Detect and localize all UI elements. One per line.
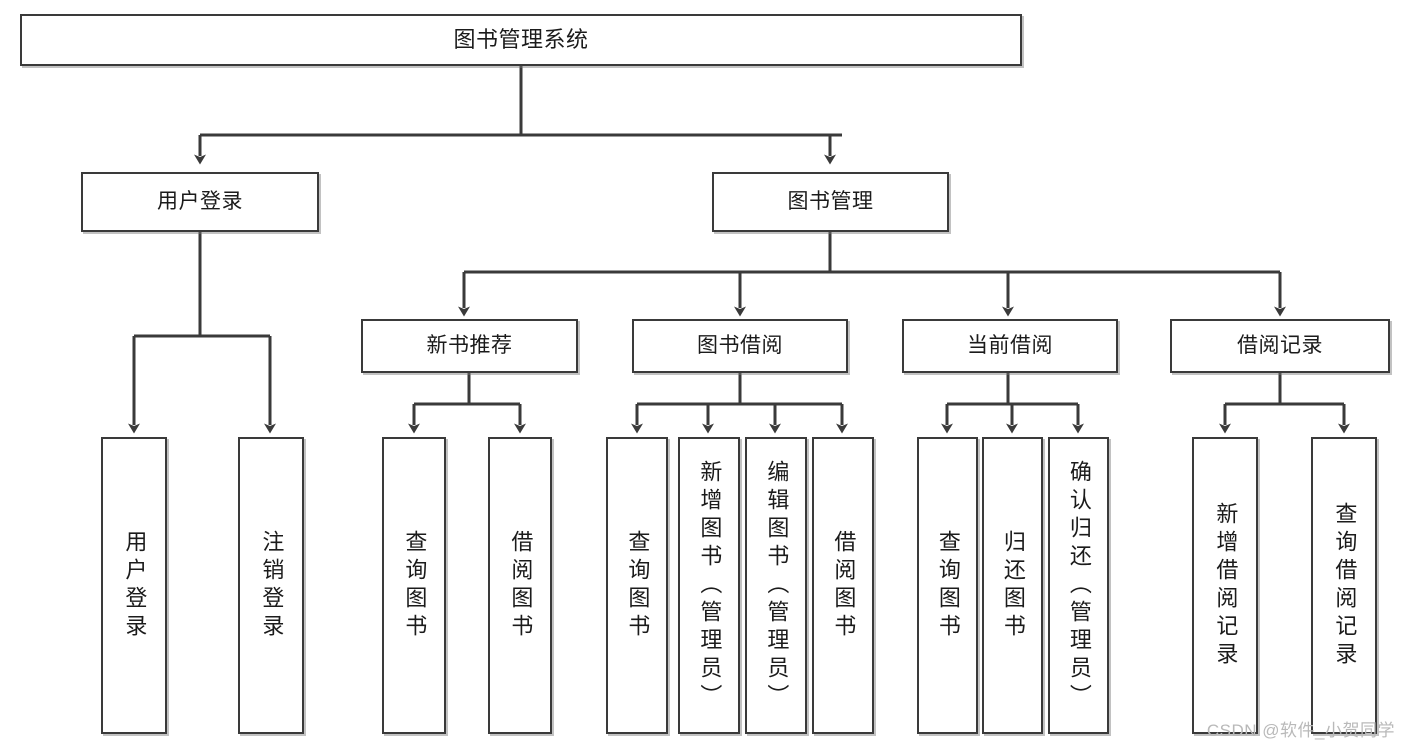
watermark: CSDN @软件_小贺同学 bbox=[1206, 721, 1395, 740]
leaf-current-borrow-2[interactable]: 归还图书 bbox=[982, 437, 1043, 734]
node-borrow-records[interactable]: 借阅记录 bbox=[1170, 319, 1390, 373]
leaf-label: 借阅图书 bbox=[508, 529, 534, 642]
leaf-borrow-records-1[interactable]: 新增借阅记录 bbox=[1192, 437, 1258, 734]
leaf-user-login-2[interactable]: 注销登录 bbox=[238, 437, 304, 734]
leaf-label: 查询借阅记录 bbox=[1332, 501, 1358, 670]
node-user-login[interactable]: 用户登录 bbox=[81, 172, 319, 232]
node-new-book-recommend[interactable]: 新书推荐 bbox=[361, 319, 578, 373]
node-new-book-recommend-label: 新书推荐 bbox=[426, 334, 513, 358]
node-user-login-label: 用户登录 bbox=[157, 190, 243, 214]
leaf-label: 用户登录 bbox=[122, 529, 148, 642]
node-borrow-records-label: 借阅记录 bbox=[1237, 334, 1323, 358]
leaf-label: 确认归还（管理员） bbox=[1066, 459, 1092, 712]
leaf-label: 查询图书 bbox=[625, 529, 651, 642]
leaf-book-borrow-4[interactable]: 借阅图书 bbox=[812, 437, 874, 734]
leaf-current-borrow-1[interactable]: 查询图书 bbox=[917, 437, 978, 734]
leaf-label: 新增借阅记录 bbox=[1213, 501, 1239, 670]
node-book-borrow[interactable]: 图书借阅 bbox=[632, 319, 848, 373]
leaf-new-book-1[interactable]: 查询图书 bbox=[382, 437, 446, 734]
leaf-book-borrow-3[interactable]: 编辑图书（管理员） bbox=[745, 437, 807, 734]
node-book-manage-label: 图书管理 bbox=[787, 190, 874, 214]
node-book-manage[interactable]: 图书管理 bbox=[712, 172, 949, 232]
leaf-current-borrow-3[interactable]: 确认归还（管理员） bbox=[1048, 437, 1109, 734]
leaf-book-borrow-2[interactable]: 新增图书（管理员） bbox=[678, 437, 740, 734]
leaf-label: 查询图书 bbox=[402, 529, 428, 642]
node-current-borrow[interactable]: 当前借阅 bbox=[902, 319, 1118, 373]
leaf-label: 注销登录 bbox=[259, 529, 285, 642]
leaf-label: 编辑图书（管理员） bbox=[764, 459, 790, 712]
node-book-borrow-label: 图书借阅 bbox=[697, 334, 783, 358]
node-root-label: 图书管理系统 bbox=[453, 27, 589, 53]
leaf-label: 查询图书 bbox=[935, 529, 961, 642]
leaf-label: 新增图书（管理员） bbox=[697, 459, 723, 712]
node-current-borrow-label: 当前借阅 bbox=[967, 334, 1053, 358]
leaf-borrow-records-2[interactable]: 查询借阅记录 bbox=[1311, 437, 1377, 734]
node-root[interactable]: 图书管理系统 bbox=[20, 14, 1022, 66]
leaf-new-book-2[interactable]: 借阅图书 bbox=[488, 437, 552, 734]
leaf-user-login-1[interactable]: 用户登录 bbox=[101, 437, 167, 734]
leaf-book-borrow-1[interactable]: 查询图书 bbox=[606, 437, 668, 734]
leaf-label: 归还图书 bbox=[1000, 529, 1026, 642]
leaf-label: 借阅图书 bbox=[831, 529, 857, 642]
